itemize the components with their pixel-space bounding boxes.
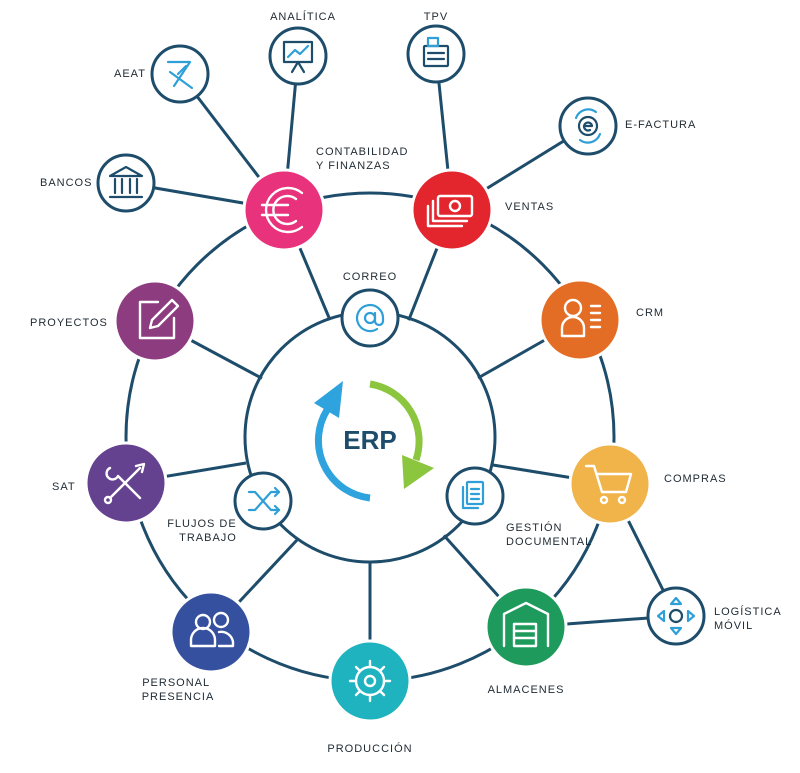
inner-correo[interactable] xyxy=(340,288,400,348)
people-icon xyxy=(189,611,235,648)
documents-icon xyxy=(461,480,485,510)
label-produccion: PRODUCCIÓN xyxy=(327,742,412,755)
labels: CONTABILIDAD Y FINANZAS VENTAS CRM COMPR… xyxy=(30,10,785,755)
satellite-efactura[interactable] xyxy=(558,96,618,156)
presentation-chart-icon xyxy=(282,40,314,74)
label-ventas: VENTAS xyxy=(505,201,554,213)
satellite-analitica-circle[interactable] xyxy=(268,26,328,86)
module-almacenes-circle[interactable] xyxy=(484,585,568,669)
module-produccion-circle[interactable] xyxy=(328,639,412,723)
label-personal: PERSONAL PRESENCIA xyxy=(142,677,215,703)
label-efactura: E-FACTURA xyxy=(625,119,696,131)
erp-center: ERP xyxy=(247,314,493,560)
label-proyectos: PROYECTOS xyxy=(30,317,108,329)
cash-register-icon xyxy=(422,36,450,68)
gear-icon xyxy=(348,659,392,703)
module-produccion[interactable] xyxy=(328,639,412,723)
erp-arrowhead-blue-icon xyxy=(314,381,343,418)
module-proyectos[interactable] xyxy=(113,279,197,363)
bank-icon xyxy=(108,165,144,199)
label-crm: CRM xyxy=(636,307,664,319)
label-sat: SAT xyxy=(52,481,76,493)
directional-pad-icon xyxy=(656,596,696,636)
e-invoice-icon xyxy=(574,108,602,144)
satellite-logistica[interactable] xyxy=(646,586,706,646)
edit-icon xyxy=(138,298,180,340)
module-compras[interactable] xyxy=(568,442,652,526)
inner-correo-circle[interactable] xyxy=(340,288,400,348)
warehouse-icon xyxy=(502,601,550,648)
customer-list-icon xyxy=(560,298,602,338)
module-ventas[interactable] xyxy=(410,168,494,252)
erp-cycle-arrow-green xyxy=(369,380,423,462)
label-correo: CORREO xyxy=(343,271,397,283)
satellite-aeat-circle[interactable] xyxy=(150,44,210,104)
module-compras-circle[interactable] xyxy=(568,442,652,526)
shuffle-icon xyxy=(247,486,281,516)
satellite-bancos[interactable] xyxy=(96,153,156,213)
label-compras: COMPRAS xyxy=(664,473,727,485)
cart-icon xyxy=(584,464,633,505)
erp-cycle-arrow-blue xyxy=(314,408,371,502)
label-analitica: ANALÍTICA xyxy=(270,10,336,23)
money-icon xyxy=(426,194,474,228)
tools-icon xyxy=(103,462,146,505)
satellite-analitica[interactable] xyxy=(268,26,328,86)
module-crm[interactable] xyxy=(538,278,622,362)
erp-label: ERP xyxy=(343,425,396,455)
module-personal[interactable] xyxy=(169,590,253,674)
label-contabilidad: CONTABILIDAD Y FINANZAS xyxy=(316,146,413,172)
module-sat[interactable] xyxy=(84,441,168,525)
label-logistica: LOGÍSTICA MÓVIL xyxy=(714,605,785,632)
inner-gestion-circle[interactable] xyxy=(445,466,505,526)
aeat-logo-icon xyxy=(166,60,194,90)
satellite-bancos-circle[interactable] xyxy=(96,153,156,213)
label-almacenes: ALMACENES xyxy=(488,684,565,696)
euro-icon xyxy=(260,186,304,234)
label-aeat: AEAT xyxy=(114,68,146,80)
satellite-aeat[interactable] xyxy=(150,44,210,104)
erp-arrowhead-green-icon xyxy=(402,455,434,489)
module-proyectos-circle[interactable] xyxy=(113,279,197,363)
label-gestion: GESTIÓN DOCUMENTAL xyxy=(506,521,592,548)
inner-flujos[interactable] xyxy=(233,471,293,531)
label-flujos: FLUJOS DE TRABAJO xyxy=(167,518,241,544)
satellite-tpv[interactable] xyxy=(406,24,466,84)
at-icon xyxy=(355,303,385,333)
module-almacenes[interactable] xyxy=(484,585,568,669)
erp-center-fill xyxy=(247,314,493,560)
inner-gestion[interactable] xyxy=(445,466,505,526)
label-tpv: TPV xyxy=(424,11,448,23)
satellite-logistica-circle[interactable] xyxy=(646,586,706,646)
module-contabilidad[interactable] xyxy=(242,168,326,252)
module-contabilidad-circle[interactable] xyxy=(242,168,326,252)
label-bancos: BANCOS xyxy=(40,177,92,189)
